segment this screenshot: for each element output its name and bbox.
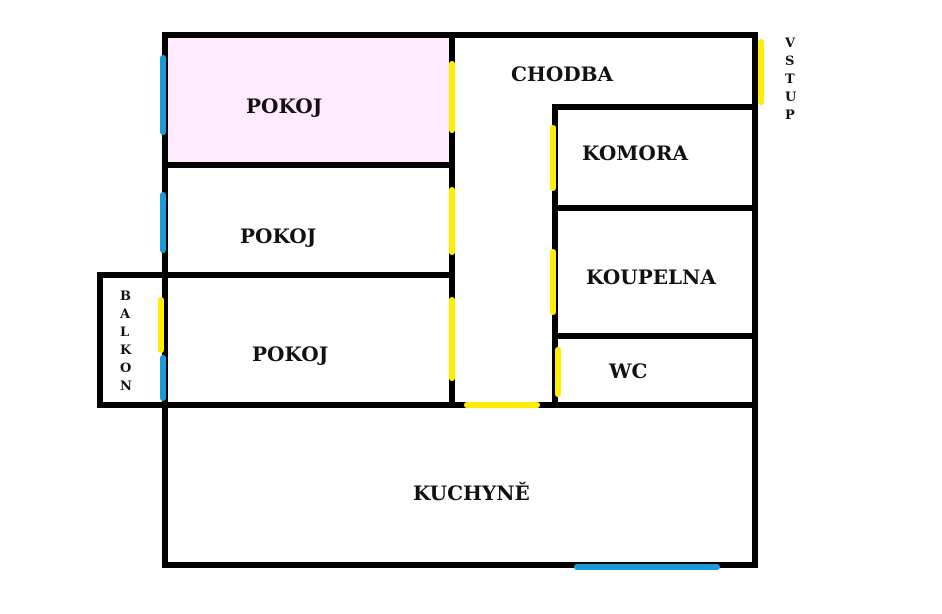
vstup-letter: U — [785, 90, 797, 105]
label-koupelna: KOUPELNA — [586, 265, 716, 289]
balkon-letter: K — [120, 343, 132, 358]
balkon-letter: O — [120, 361, 131, 376]
balkon-letter: A — [119, 307, 131, 322]
balkon-letter: B — [120, 289, 131, 304]
vstup-letter: T — [785, 72, 795, 87]
balkon-letter: L — [120, 325, 129, 340]
label-kuchyne: KUCHYNĚ — [413, 481, 530, 505]
pokoj-1-highlight — [165, 37, 452, 163]
vstup-letter: P — [785, 108, 795, 123]
label-pokoj-3: POKOJ — [252, 342, 328, 366]
balkon-letter: N — [120, 379, 132, 394]
vstup-letter: S — [785, 54, 794, 69]
vstup-letter: V — [784, 36, 796, 51]
label-komora: KOMORA — [582, 141, 688, 165]
label-pokoj-2: POKOJ — [240, 224, 316, 248]
label-vstup: V S T U P — [784, 36, 797, 123]
doors — [158, 39, 764, 408]
windows — [160, 55, 720, 570]
label-chodba: CHODBA — [511, 62, 613, 86]
label-pokoj-1: POKOJ — [246, 94, 322, 118]
label-wc: WC — [608, 359, 647, 383]
label-balkon: B A L K O N — [119, 289, 132, 394]
